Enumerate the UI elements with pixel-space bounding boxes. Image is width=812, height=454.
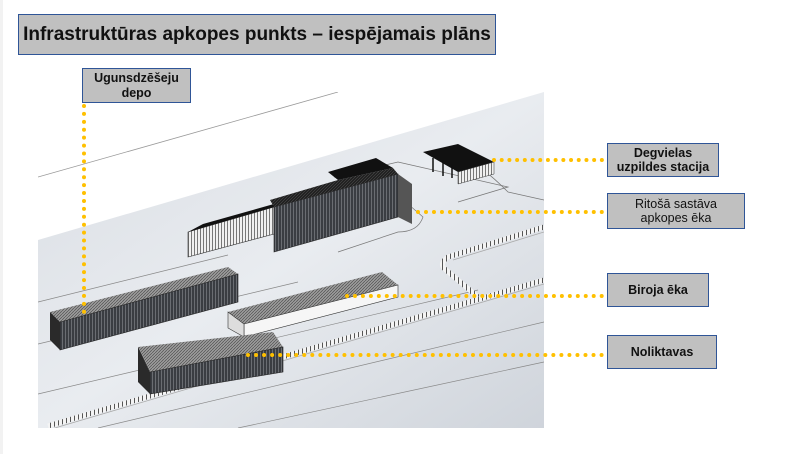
label-office-text: Biroja ēka: [628, 282, 688, 297]
site-plan-render: [38, 92, 544, 428]
label-fuel-station: Degvielas uzpildes stacija: [607, 143, 719, 177]
label-office-building: Biroja ēka: [607, 273, 709, 307]
leader-line-warehouses: [246, 353, 604, 357]
leader-line-fuel-station: [492, 158, 604, 162]
label-fire-depot-line2: depo: [121, 85, 152, 100]
label-fuel-station-line2: uzpildes stacija: [616, 160, 710, 174]
label-fire-depot-line1: Ugunsdzēšeju: [94, 71, 179, 86]
label-rolling-stock-maintenance: Ritošā sastāva apkopes ēka: [607, 193, 745, 229]
rolling-stock-building: [187, 158, 412, 258]
leader-line-office: [345, 294, 604, 298]
label-rolling-stock-line2: apkopes ēka: [640, 211, 712, 225]
label-fuel-station-line1: Degvielas: [633, 145, 693, 160]
slide-edge: [0, 0, 3, 454]
page-title-text: Infrastruktūras apkopes punkts – iespēja…: [23, 23, 491, 45]
fire-depot-building: [50, 267, 239, 351]
label-fire-depot: Ugunsdzēšeju depo: [82, 68, 191, 103]
label-warehouses-text: Noliktavas: [630, 344, 694, 359]
fuel-station-building: [423, 144, 495, 185]
page-title: Infrastruktūras apkopes punkts – iespēja…: [18, 14, 496, 55]
label-warehouses: Noliktavas: [607, 335, 717, 369]
warehouse-building: [138, 332, 284, 395]
label-rolling-stock-line1: Ritošā sastāva: [635, 196, 717, 211]
leader-line-rolling-stock: [416, 210, 604, 214]
leader-line-fire-depot: [82, 104, 86, 314]
